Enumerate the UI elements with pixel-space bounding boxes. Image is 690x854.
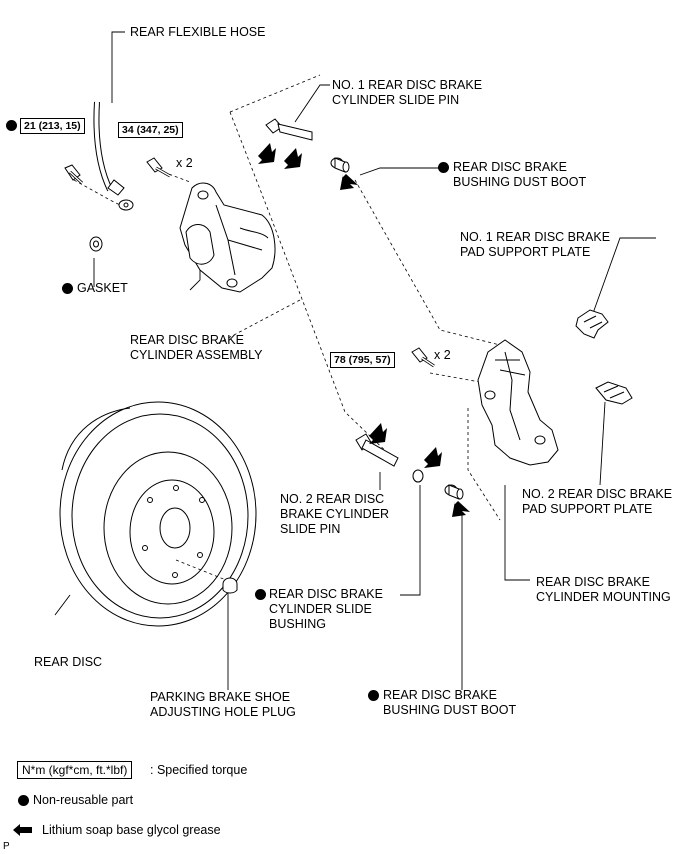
nonreusable-dot-icon <box>62 283 73 294</box>
grease-arrow-icon <box>369 423 387 444</box>
rear-disc-brake-cylinder-assembly <box>179 182 276 293</box>
nonreusable-dot-icon <box>255 589 266 600</box>
legend-nonreusable-text: Non-reusable part <box>33 793 134 807</box>
no1-slide-pin <box>265 118 313 141</box>
grease-arrow-icon <box>424 447 442 468</box>
grease-arrows <box>258 143 470 517</box>
legend-torque-text: : Specified torque <box>150 763 248 777</box>
parking-brake-plug <box>222 577 238 594</box>
torque-spec-box: 78 (795, 57) <box>330 352 395 368</box>
grease-arrow-icon <box>284 148 302 169</box>
rear-disc <box>59 401 257 627</box>
no1-pad-support-plate <box>575 309 609 339</box>
caliper-bolt <box>146 157 171 178</box>
cylinder-slide-bushing <box>412 469 424 483</box>
label-cylinder-assembly: REAR DISC BRAKE CYLINDER ASSEMBLY <box>130 333 263 362</box>
rear-disc-brake-cylinder-mounting <box>477 339 559 466</box>
nonreusable-dot-icon <box>6 120 17 131</box>
legend-torque-box: N*m (kgf*cm, ft.*lbf) <box>17 761 133 779</box>
grease-arrow-icon <box>452 501 470 517</box>
torque-spec-box: 21 (213, 15) <box>20 118 85 134</box>
rear-flexible-hose <box>93 101 134 211</box>
no2-pad-support-plate <box>595 381 633 405</box>
label-rear-disc: REAR DISC <box>34 655 103 669</box>
grease-arrow-icon <box>258 143 276 164</box>
label-no2-pad-support-plate: NO. 2 REAR DISC BRAKE PAD SUPPORT PLATE <box>522 487 673 516</box>
label-no2-slide-pin: NO. 2 REAR DISC BRAKE CYLINDER SLIDE PIN <box>280 492 390 536</box>
bushing-dust-boot-bottom <box>444 484 464 500</box>
bushing-dust-boot-top <box>330 157 350 173</box>
label-cylinder-mounting: REAR DISC BRAKE CYLINDER MOUNTING <box>536 575 671 604</box>
label-bushing-dust-boot-bottom: REAR DISC BRAKE BUSHING DUST BOOT <box>383 688 517 717</box>
quantity-label: x 2 <box>176 156 193 170</box>
no2-slide-pin <box>355 433 399 467</box>
torque-spec-box: 34 (347, 25) <box>118 122 183 138</box>
nonreusable-dot-icon <box>368 690 379 701</box>
label-rear-flexible-hose: REAR FLEXIBLE HOSE <box>130 25 266 39</box>
legend-nonreusable-dot-icon <box>18 795 29 806</box>
grease-arrow-icon <box>340 174 358 190</box>
label-parking-brake-plug: PARKING BRAKE SHOE ADJUSTING HOLE PLUG <box>150 690 296 719</box>
union-bolt <box>64 164 84 185</box>
quantity-label: x 2 <box>434 348 451 362</box>
label-bushing-dust-boot-top: REAR DISC BRAKE BUSHING DUST BOOT <box>453 160 587 189</box>
label-gasket: GASKET <box>77 281 128 295</box>
label-cylinder-slide-bushing: REAR DISC BRAKE CYLINDER SLIDE BUSHING <box>269 587 383 631</box>
gasket <box>89 236 103 252</box>
label-no1-slide-pin: NO. 1 REAR DISC BRAKE CYLINDER SLIDE PIN <box>332 78 483 107</box>
mounting-bolt <box>411 347 435 368</box>
corner-letter: P <box>3 841 10 852</box>
nonreusable-dot-icon <box>438 162 449 173</box>
label-no1-pad-support-plate: NO. 1 REAR DISC BRAKE PAD SUPPORT PLATE <box>460 230 611 259</box>
legend-grease-arrow-icon <box>13 824 32 836</box>
legend-grease-text: Lithium soap base glycol grease <box>42 823 221 837</box>
